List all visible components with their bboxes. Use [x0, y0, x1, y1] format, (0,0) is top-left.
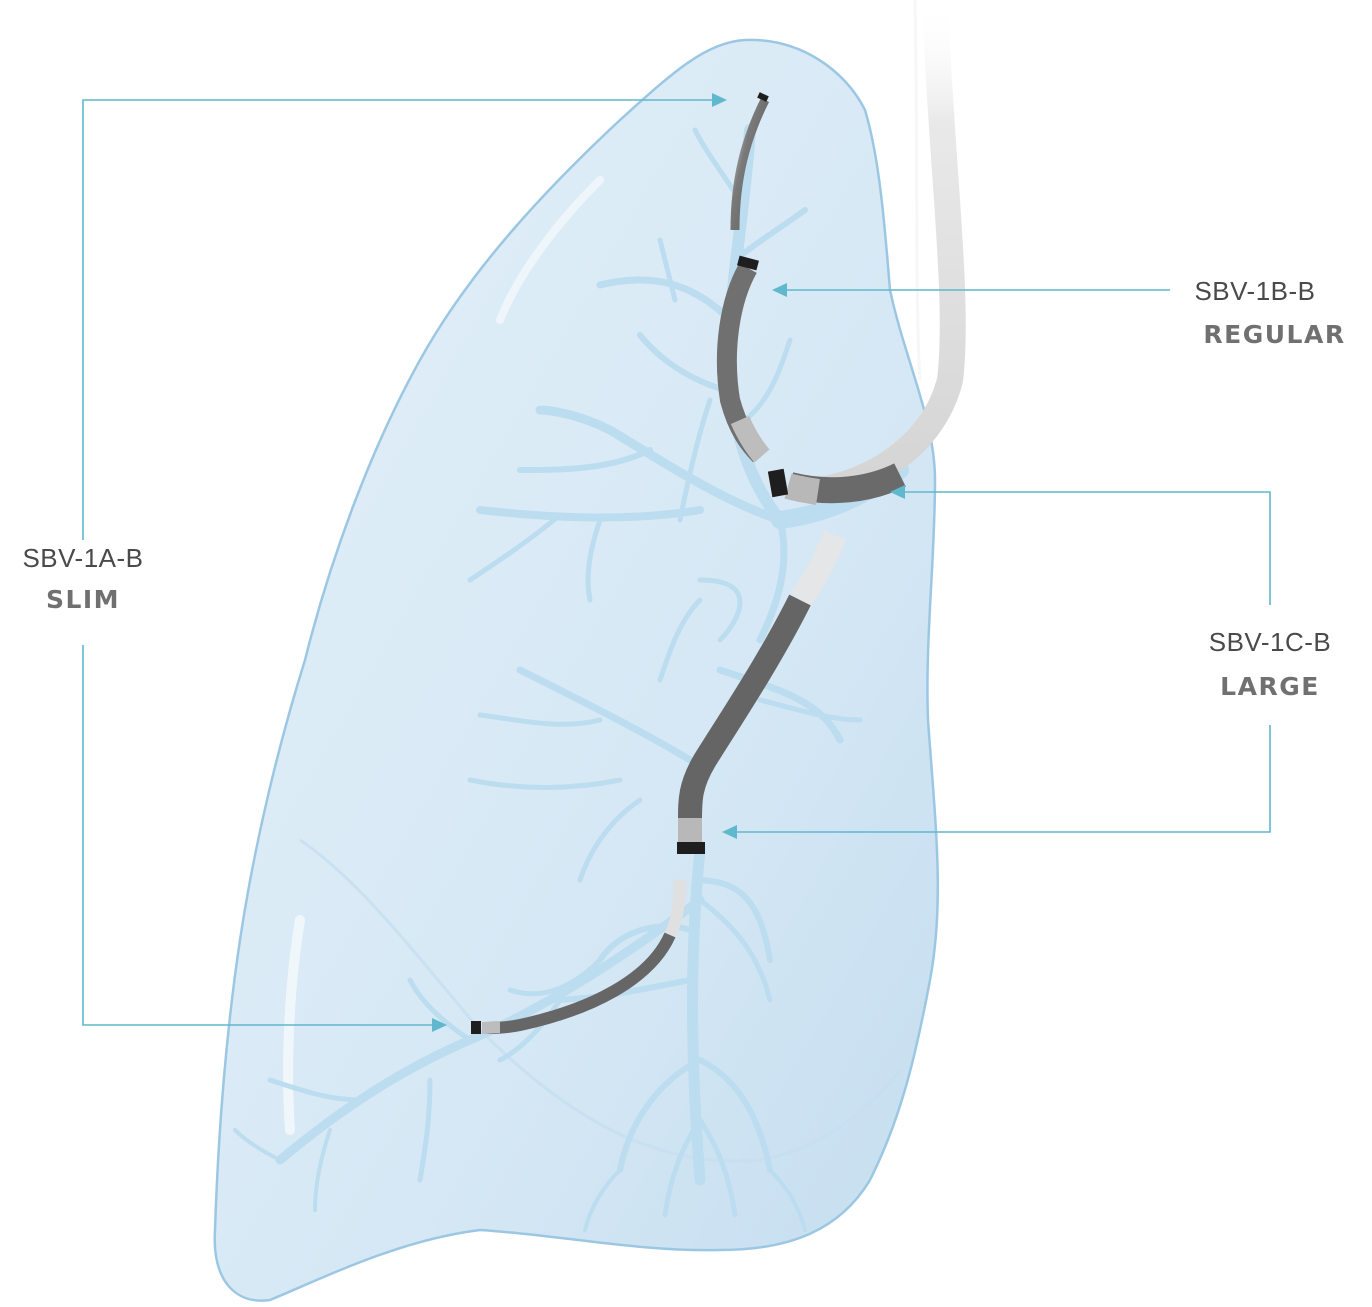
slim-size-label: SLIM [0, 585, 166, 614]
large-catheter-lower-tip [677, 842, 705, 854]
large-catheter-upper-band [788, 486, 818, 492]
slim-lower-catheter-tip [471, 1021, 481, 1034]
slim-code-label: SBV-1A-B [0, 543, 166, 574]
regular-size-label: REGULAR [1182, 320, 1367, 349]
bronchoscope-shaft-light [915, 0, 920, 380]
slim-lower-catheter-band [482, 1027, 500, 1028]
large-size-label: LARGE [1185, 672, 1355, 701]
large-bracket-top [905, 492, 1270, 605]
regular-code-label: SBV-1B-B [1180, 276, 1330, 307]
large-code-label: SBV-1C-B [1185, 627, 1355, 658]
